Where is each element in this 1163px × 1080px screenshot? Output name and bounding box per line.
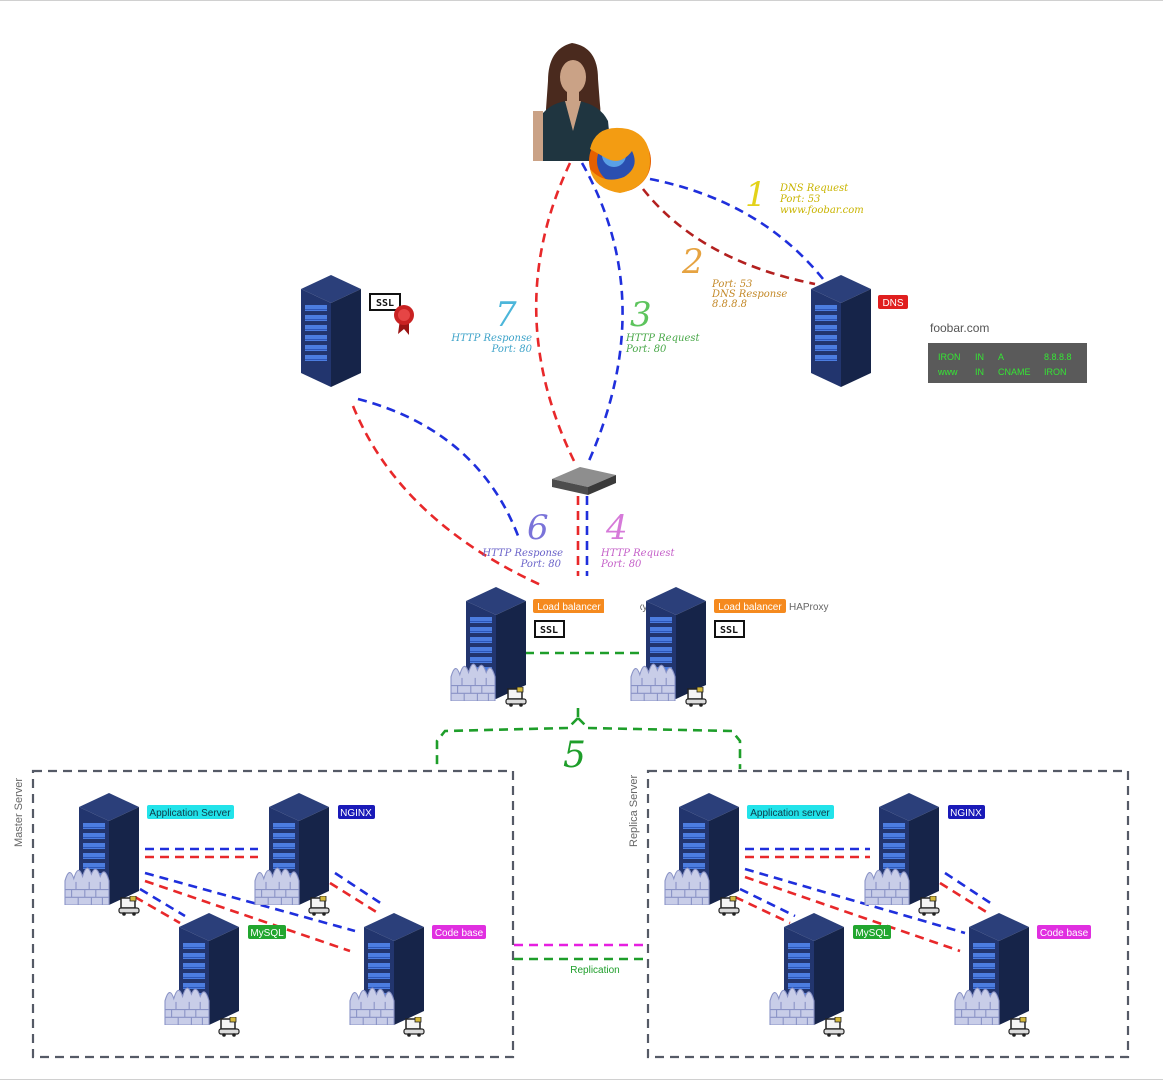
svg-text:2: 2 (681, 242, 704, 282)
svg-text:SSL: SSL (376, 298, 394, 309)
svg-text:Port: 80: Port: 80 (600, 559, 642, 570)
step-7-annotation: 7 HTTP Response Port: 80 (450, 295, 532, 355)
ssl-badge-lb2: SSL (714, 620, 745, 638)
dns-record-cell: IRON (938, 352, 961, 362)
ssl-badge-top: SSL (369, 293, 401, 311)
svg-text:5: 5 (563, 735, 586, 776)
lb1-tag-label: Load balancer (537, 602, 601, 613)
http-request-line-user (580, 162, 624, 464)
svg-text:7: 7 (495, 295, 517, 335)
certificate-seal-icon (394, 305, 414, 335)
svg-text:HTTP Response: HTTP Response (481, 548, 563, 559)
dns-record-cell: A (998, 352, 1004, 362)
replica-app-tag: Application server (750, 808, 830, 819)
svg-text:Port: 53: Port: 53 (711, 279, 752, 290)
svg-text:1: 1 (745, 175, 767, 215)
replica-mysql-tag: MySQL (855, 928, 889, 939)
svg-text:3: 3 (630, 295, 652, 335)
replica-nginx-tag: NGINX (950, 808, 982, 819)
dns-tag-label: DNS (882, 298, 903, 309)
svg-text:4: 4 (605, 508, 628, 548)
dns-record-cell: www (937, 367, 958, 377)
monitor-badge-icon (505, 687, 527, 707)
dns-zone-title: foobar.com (930, 321, 989, 335)
svg-text:DNS Request: DNS Request (779, 183, 849, 194)
replica-server-box (646, 769, 1130, 1059)
dns-records-table (928, 343, 1087, 383)
svg-text:HTTP Request: HTTP Request (625, 333, 700, 344)
svg-text:8.8.8.8: 8.8.8.8 (712, 299, 747, 310)
svg-text:Port: 80: Port: 80 (491, 344, 533, 355)
step5-bracket (435, 708, 742, 769)
master-nginx-tag: NGINX (340, 808, 372, 819)
step-4-annotation: 4 HTTP Request Port: 80 (600, 508, 675, 570)
svg-text:Port: 80: Port: 80 (520, 559, 562, 570)
master-mysql-tag: MySQL (250, 928, 284, 939)
http-response-line-user (534, 162, 577, 464)
dns-records-rows: IRON IN A 8.8.8.8 www IN CNAME IRON (937, 352, 1072, 377)
dns-record-cell: IN (975, 352, 984, 362)
svg-text:SSL: SSL (720, 625, 738, 636)
dns-record-cell: IN (975, 367, 984, 377)
firefox-icon (589, 127, 651, 193)
svg-text:SSL: SSL (540, 625, 558, 636)
svg-text:HTTP Request: HTTP Request (600, 548, 675, 559)
svg-text:HTTP Response: HTTP Response (450, 333, 532, 344)
ssl-request-line (357, 397, 522, 542)
lb2-tag-label: Load balancer (718, 602, 782, 613)
ssl-badge-lb1: SSL (534, 620, 565, 638)
dns-request-line (649, 177, 825, 280)
dns-record-cell: IRON (1044, 367, 1067, 377)
ssl-response-line (351, 405, 544, 588)
replica-code-tag: Code base (1040, 928, 1089, 939)
dns-response-line (641, 188, 816, 286)
replica-server-title: Replica Server (628, 775, 640, 847)
step-1-annotation: 1 DNS Request Port: 53 www.foobar.com (745, 175, 864, 216)
svg-text:Port: 80: Port: 80 (625, 344, 667, 355)
master-code-tag: Code base (435, 928, 484, 939)
dns-record-cell: 8.8.8.8 (1044, 352, 1072, 362)
dns-record-cell: CNAME (998, 367, 1031, 377)
lb1-tag (533, 599, 605, 613)
master-server-box (31, 769, 515, 1059)
lb2-tag (714, 599, 786, 613)
step-5-annotation: 5 (563, 735, 586, 776)
monitor-badge-icon (685, 687, 707, 707)
dns-tag (878, 295, 908, 309)
dns-server-icon (811, 275, 871, 387)
master-app-tag: Application Server (149, 808, 231, 819)
network-switch-icon (552, 467, 616, 495)
svg-text:www.foobar.com: www.foobar.com (780, 205, 864, 216)
ssl-server-icon (301, 275, 361, 387)
step-3-annotation: 3 HTTP Request Port: 80 (625, 295, 700, 355)
svg-text:Port: 53: Port: 53 (779, 194, 820, 205)
svg-text:DNS Response: DNS Response (711, 289, 787, 300)
step-2-annotation: 2 Port: 53 DNS Response 8.8.8.8 (681, 242, 787, 310)
step-6-annotation: 6 HTTP Response Port: 80 (481, 508, 563, 570)
replication-label: Replication (570, 965, 619, 976)
master-server-title: Master Server (13, 778, 25, 847)
lb2-name: HAProxy (789, 602, 828, 613)
svg-text:6: 6 (527, 508, 549, 548)
